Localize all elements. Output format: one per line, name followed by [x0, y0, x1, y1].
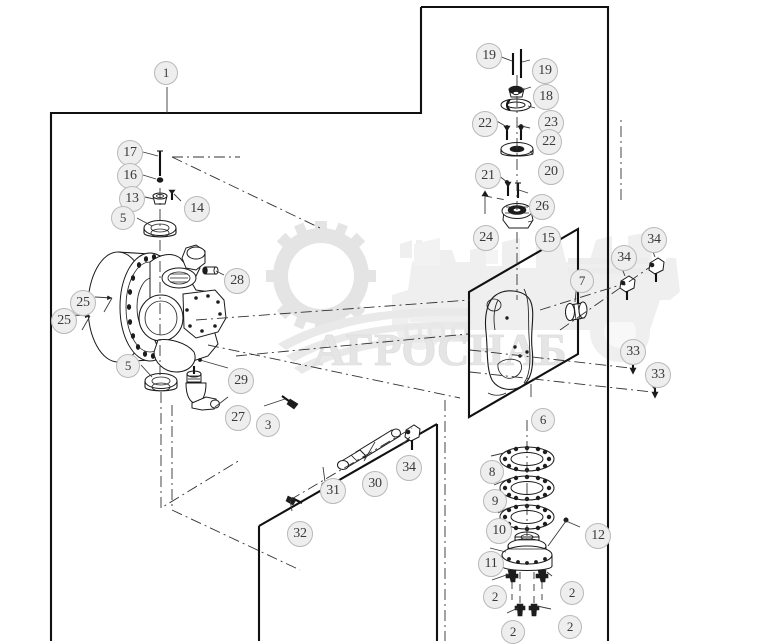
- callout-bubble-1[interactable]: 1: [154, 61, 178, 85]
- grease-nipple-34-left: [404, 424, 421, 450]
- callout-bubble-15[interactable]: 15: [535, 226, 561, 252]
- watermark-agrosnab: АГРОСНАБ: [313, 325, 567, 376]
- callout-bubble-6[interactable]: 6: [531, 408, 555, 432]
- callout-bubble-2[interactable]: 2: [501, 620, 525, 644]
- brake-disc-and-knuckle: [87, 244, 227, 373]
- callout-bubble-25[interactable]: 25: [70, 290, 96, 316]
- retaining-ring-23: [500, 98, 532, 112]
- grease-fitting-28: [202, 266, 219, 275]
- callout-bubble-30[interactable]: 30: [362, 471, 388, 497]
- callout-bubble-34[interactable]: 34: [641, 227, 667, 253]
- callout-bubble-19[interactable]: 19: [532, 58, 558, 84]
- callout-bubble-17[interactable]: 17: [117, 140, 143, 166]
- callout-bubble-33[interactable]: 33: [620, 339, 646, 365]
- callout-bubble-29[interactable]: 29: [228, 368, 254, 394]
- bearing-race-8: [499, 445, 555, 473]
- callout-bubble-11[interactable]: 11: [478, 551, 504, 577]
- watermark-ooo: ООО: [403, 318, 473, 347]
- callout-bubble-32[interactable]: 32: [287, 521, 313, 547]
- callout-bubble-10[interactable]: 10: [486, 518, 512, 544]
- callout-bubble-19[interactable]: 19: [476, 43, 502, 69]
- callout-bubble-9[interactable]: 9: [483, 489, 507, 513]
- callout-bubble-5[interactable]: 5: [111, 206, 135, 230]
- callout-bubble-25[interactable]: 25: [51, 308, 77, 334]
- callout-bubble-8[interactable]: 8: [480, 460, 504, 484]
- svg-text:АГРОСНАБ: АГРОСНАБ: [313, 325, 567, 375]
- wheel-studs: [505, 569, 549, 617]
- callout-bubble-20[interactable]: 20: [538, 159, 564, 185]
- svg-text:ООО: ООО: [403, 318, 473, 347]
- clamp-bolt-32: [285, 495, 303, 506]
- callout-bubble-28[interactable]: 28: [224, 268, 250, 294]
- callout-bubble-12[interactable]: 12: [585, 523, 611, 549]
- callout-bubble-14[interactable]: 14: [184, 196, 210, 222]
- callout-bubble-5[interactable]: 5: [116, 354, 140, 378]
- callout-bubble-33[interactable]: 33: [645, 362, 671, 388]
- callout-bubble-2[interactable]: 2: [483, 585, 507, 609]
- callout-bubble-31[interactable]: 31: [320, 478, 346, 504]
- callout-bubble-24[interactable]: 24: [473, 225, 499, 251]
- callout-bubble-27[interactable]: 27: [225, 405, 251, 431]
- assembly-frame-outline: [49, 5, 610, 641]
- callout-bubble-22[interactable]: 22: [536, 129, 562, 155]
- axle-housing-6: [484, 288, 534, 396]
- gear-icon: [266, 221, 376, 331]
- centerlines: [159, 75, 653, 641]
- bushing-7: [565, 301, 588, 321]
- wheel-hub-11: [501, 531, 553, 571]
- callout-bubble-18[interactable]: 18: [533, 84, 559, 110]
- callout-bubble-34[interactable]: 34: [396, 455, 422, 481]
- callout-bubble-2[interactable]: 2: [558, 615, 582, 639]
- fastener-stack-upper-left: [152, 150, 176, 205]
- callout-bubble-22[interactable]: 22: [472, 111, 498, 137]
- callout-bubble-26[interactable]: 26: [529, 194, 555, 220]
- king-pin-bearing-lower: [144, 373, 178, 392]
- bolt-3: [281, 395, 299, 410]
- callout-bubble-34[interactable]: 34: [611, 245, 637, 271]
- tie-rod-end-27: [185, 366, 220, 411]
- grease-nipple-34-b: [648, 257, 665, 282]
- road-lines: [278, 307, 470, 374]
- callout-bubble-3[interactable]: 3: [256, 413, 280, 437]
- callout-bubble-2[interactable]: 2: [560, 581, 584, 605]
- king-pin-bearing-upper: [143, 220, 177, 238]
- callout-bubble-21[interactable]: 21: [475, 163, 501, 189]
- lower-center-panel: [257, 423, 439, 641]
- callout-bubble-7[interactable]: 7: [570, 269, 594, 293]
